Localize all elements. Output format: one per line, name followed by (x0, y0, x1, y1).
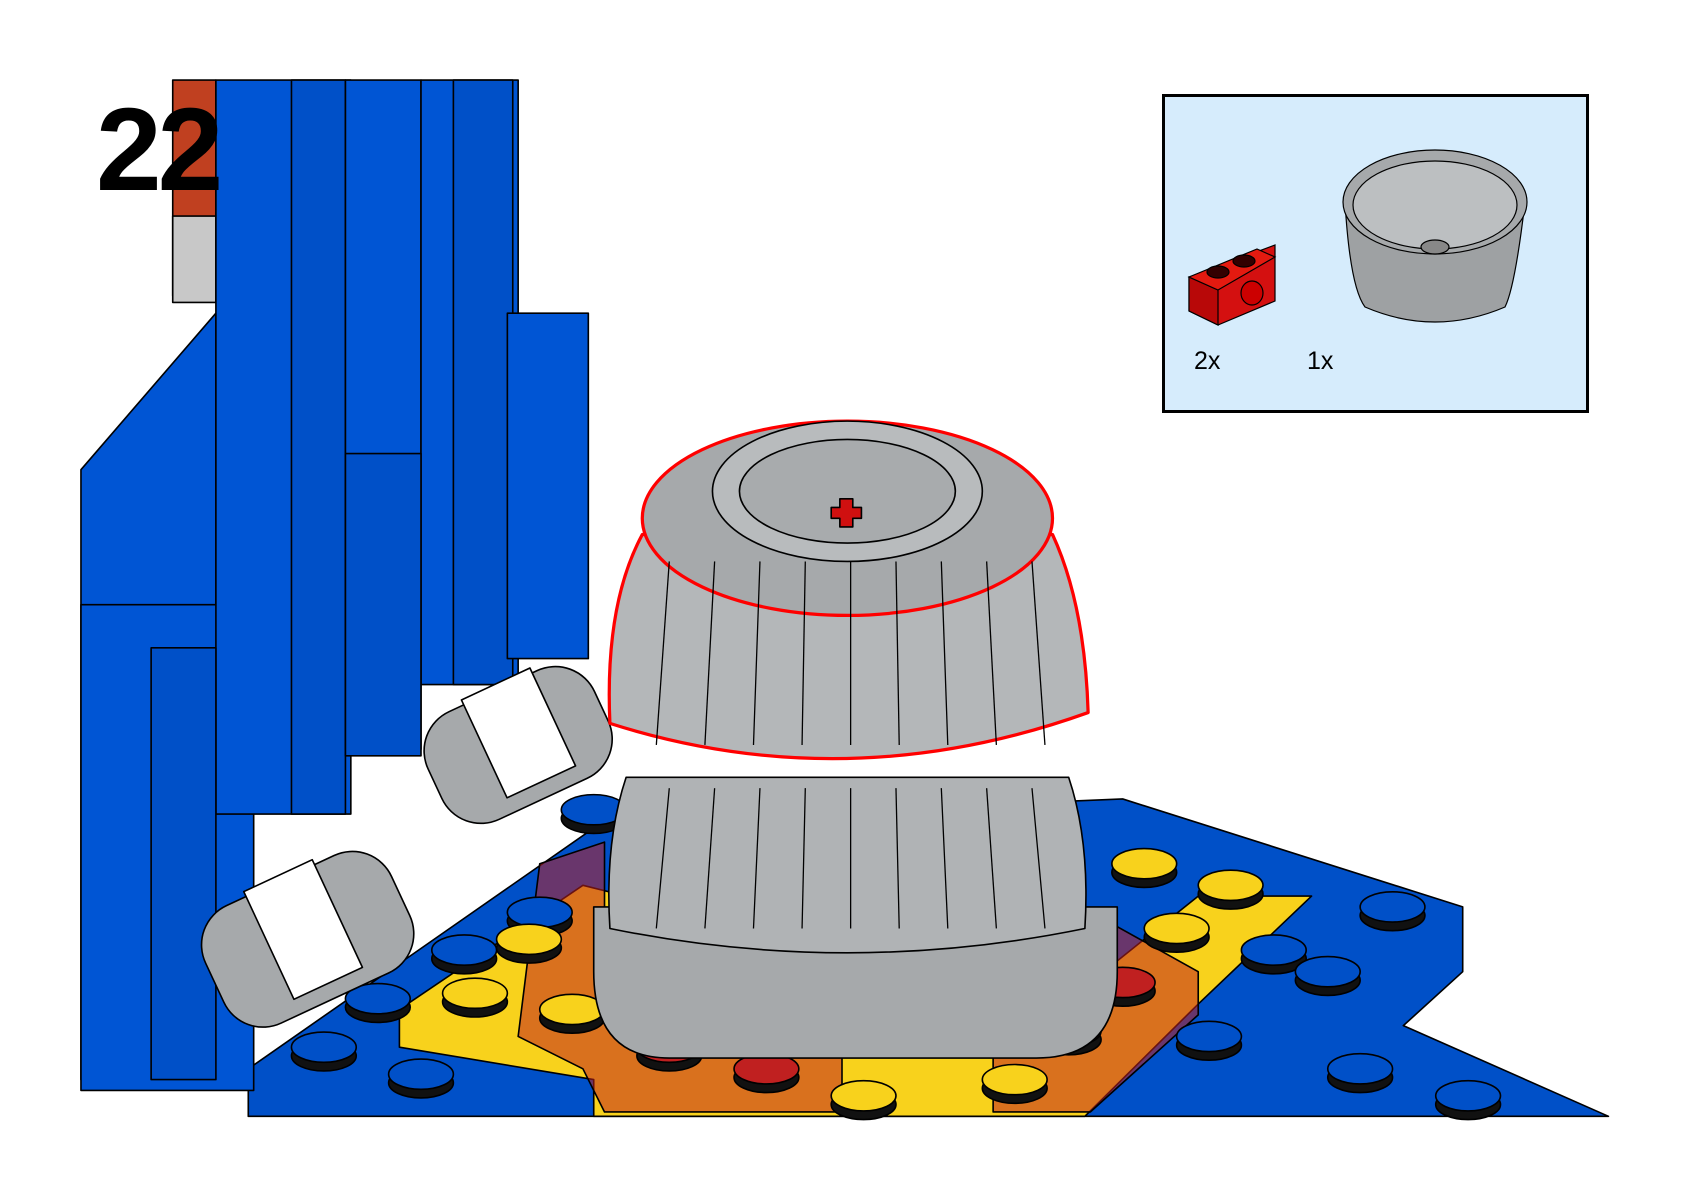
stud (441, 977, 509, 1018)
blue-tower (80, 79, 590, 1092)
red-technic-brick-icon (1187, 244, 1277, 326)
stud (1326, 1052, 1394, 1094)
stud (1111, 847, 1178, 889)
stud (830, 1079, 897, 1121)
gray-axle-connectors (200, 665, 614, 1028)
stud (733, 1052, 800, 1094)
gray-barrel-icon (1342, 149, 1528, 323)
stud (387, 1058, 455, 1099)
barrel-stave-line (704, 788, 716, 929)
stud (1359, 890, 1426, 932)
barrel-stave-line (801, 788, 806, 929)
stud (981, 1063, 1048, 1105)
stud (344, 982, 412, 1024)
barrel-stave-line (895, 788, 900, 929)
barrel-stave-line (940, 788, 949, 929)
stud (560, 793, 627, 835)
stud (495, 923, 563, 964)
barrel-stave-line (940, 561, 949, 745)
barrel-stave-line (1031, 561, 1046, 746)
stud (1143, 912, 1210, 954)
quantity-barrel: 1x (1307, 347, 1334, 375)
barrel-stave-line (752, 561, 761, 745)
stud (290, 1031, 358, 1072)
barrel-stave-line (801, 561, 806, 745)
barrel-stave-line (752, 788, 761, 929)
barrel-stave-line (986, 561, 998, 746)
stud (1175, 1020, 1243, 1061)
stud (430, 934, 498, 975)
barrel-stave-line (655, 561, 670, 746)
stud (1197, 869, 1264, 910)
stud (1434, 1079, 1502, 1121)
barrel-stave-line (1031, 788, 1046, 929)
barrel-assembly (592, 419, 1119, 1059)
step-number: 22 (96, 84, 223, 216)
parts-list-callout: 2x 1x (1162, 94, 1589, 413)
stud (538, 993, 606, 1035)
barrel-stave-line (986, 788, 998, 929)
quantity-red-brick: 2x (1194, 347, 1221, 375)
barrel-stave-line (655, 788, 670, 929)
barrel-stave-line (895, 561, 900, 745)
barrel-stave-line (704, 561, 716, 746)
stud (1240, 934, 1307, 975)
stud (1294, 955, 1361, 997)
